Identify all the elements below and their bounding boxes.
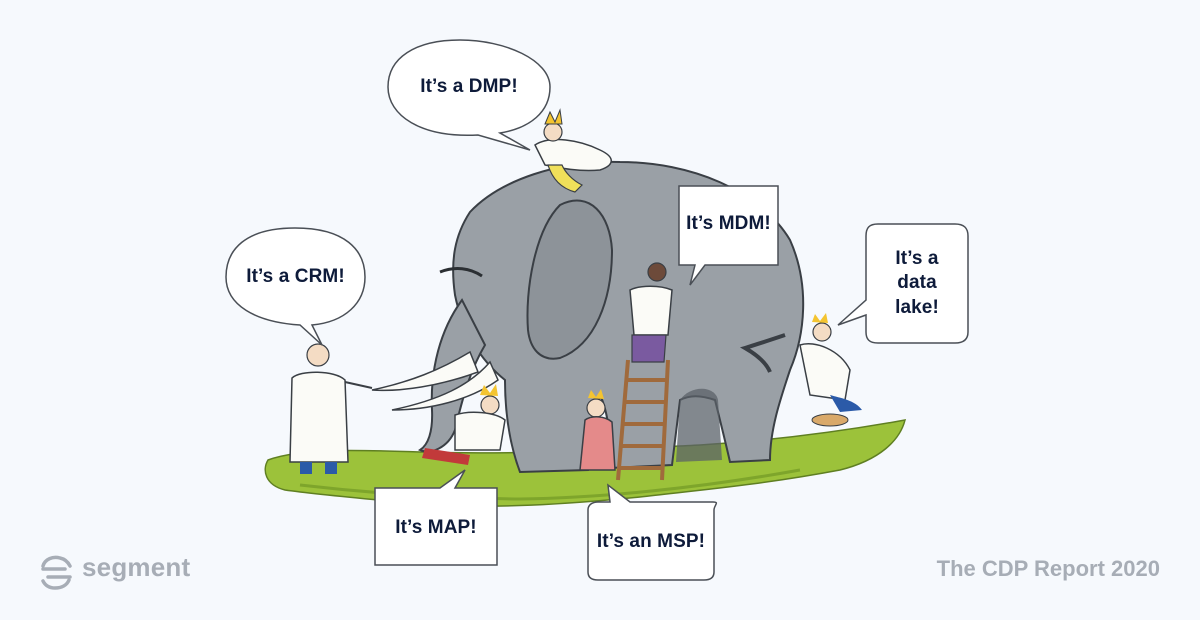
elephant-tusk-right [391, 360, 499, 411]
bubble-crm-text: It’s a CRM! [246, 266, 345, 287]
footer-brand: segment [40, 552, 190, 583]
bubble-dmp [387, 39, 551, 151]
elephant-tusk-left [371, 350, 479, 392]
figure-doctor-left [289, 343, 373, 474]
elephant-leg-gap [676, 388, 722, 462]
brand-name: segment [82, 552, 191, 582]
bubble-data-lake [837, 223, 969, 344]
elephant-ear [526, 199, 614, 360]
figure-tail-holder [799, 313, 862, 427]
bubble-map [374, 469, 498, 566]
ladder [616, 359, 670, 481]
figure-top-rider [534, 108, 612, 193]
bubble-mdm [678, 185, 779, 286]
bubble-msp [587, 483, 718, 581]
bubble-data-lake-line-1: It’s a [895, 248, 939, 269]
bubble-data-lake-line-2: data [897, 272, 937, 294]
bubble-msp-text: It’s an MSP! [596, 531, 706, 552]
figure-ladder-climber [629, 262, 673, 363]
bubble-data-lake-text: It’s a data lake! [866, 247, 968, 320]
bubble-crm [225, 227, 366, 346]
segment-logo-icon [41, 555, 72, 590]
bubble-data-lake-line-3: lake! [895, 296, 939, 318]
bubble-map-text: It’s MAP! [395, 517, 477, 538]
bubble-dmp-text: It’s a DMP! [420, 76, 518, 97]
grass-shade [299, 468, 801, 501]
figure-kneeling-tusk [422, 384, 506, 465]
bubble-mdm-text: It’s MDM! [686, 213, 771, 234]
elephant-tail [739, 333, 786, 373]
report-title: The CDP Report 2020 [936, 556, 1160, 581]
figure-woman-leg [579, 389, 616, 471]
elephant-eye [439, 267, 483, 278]
